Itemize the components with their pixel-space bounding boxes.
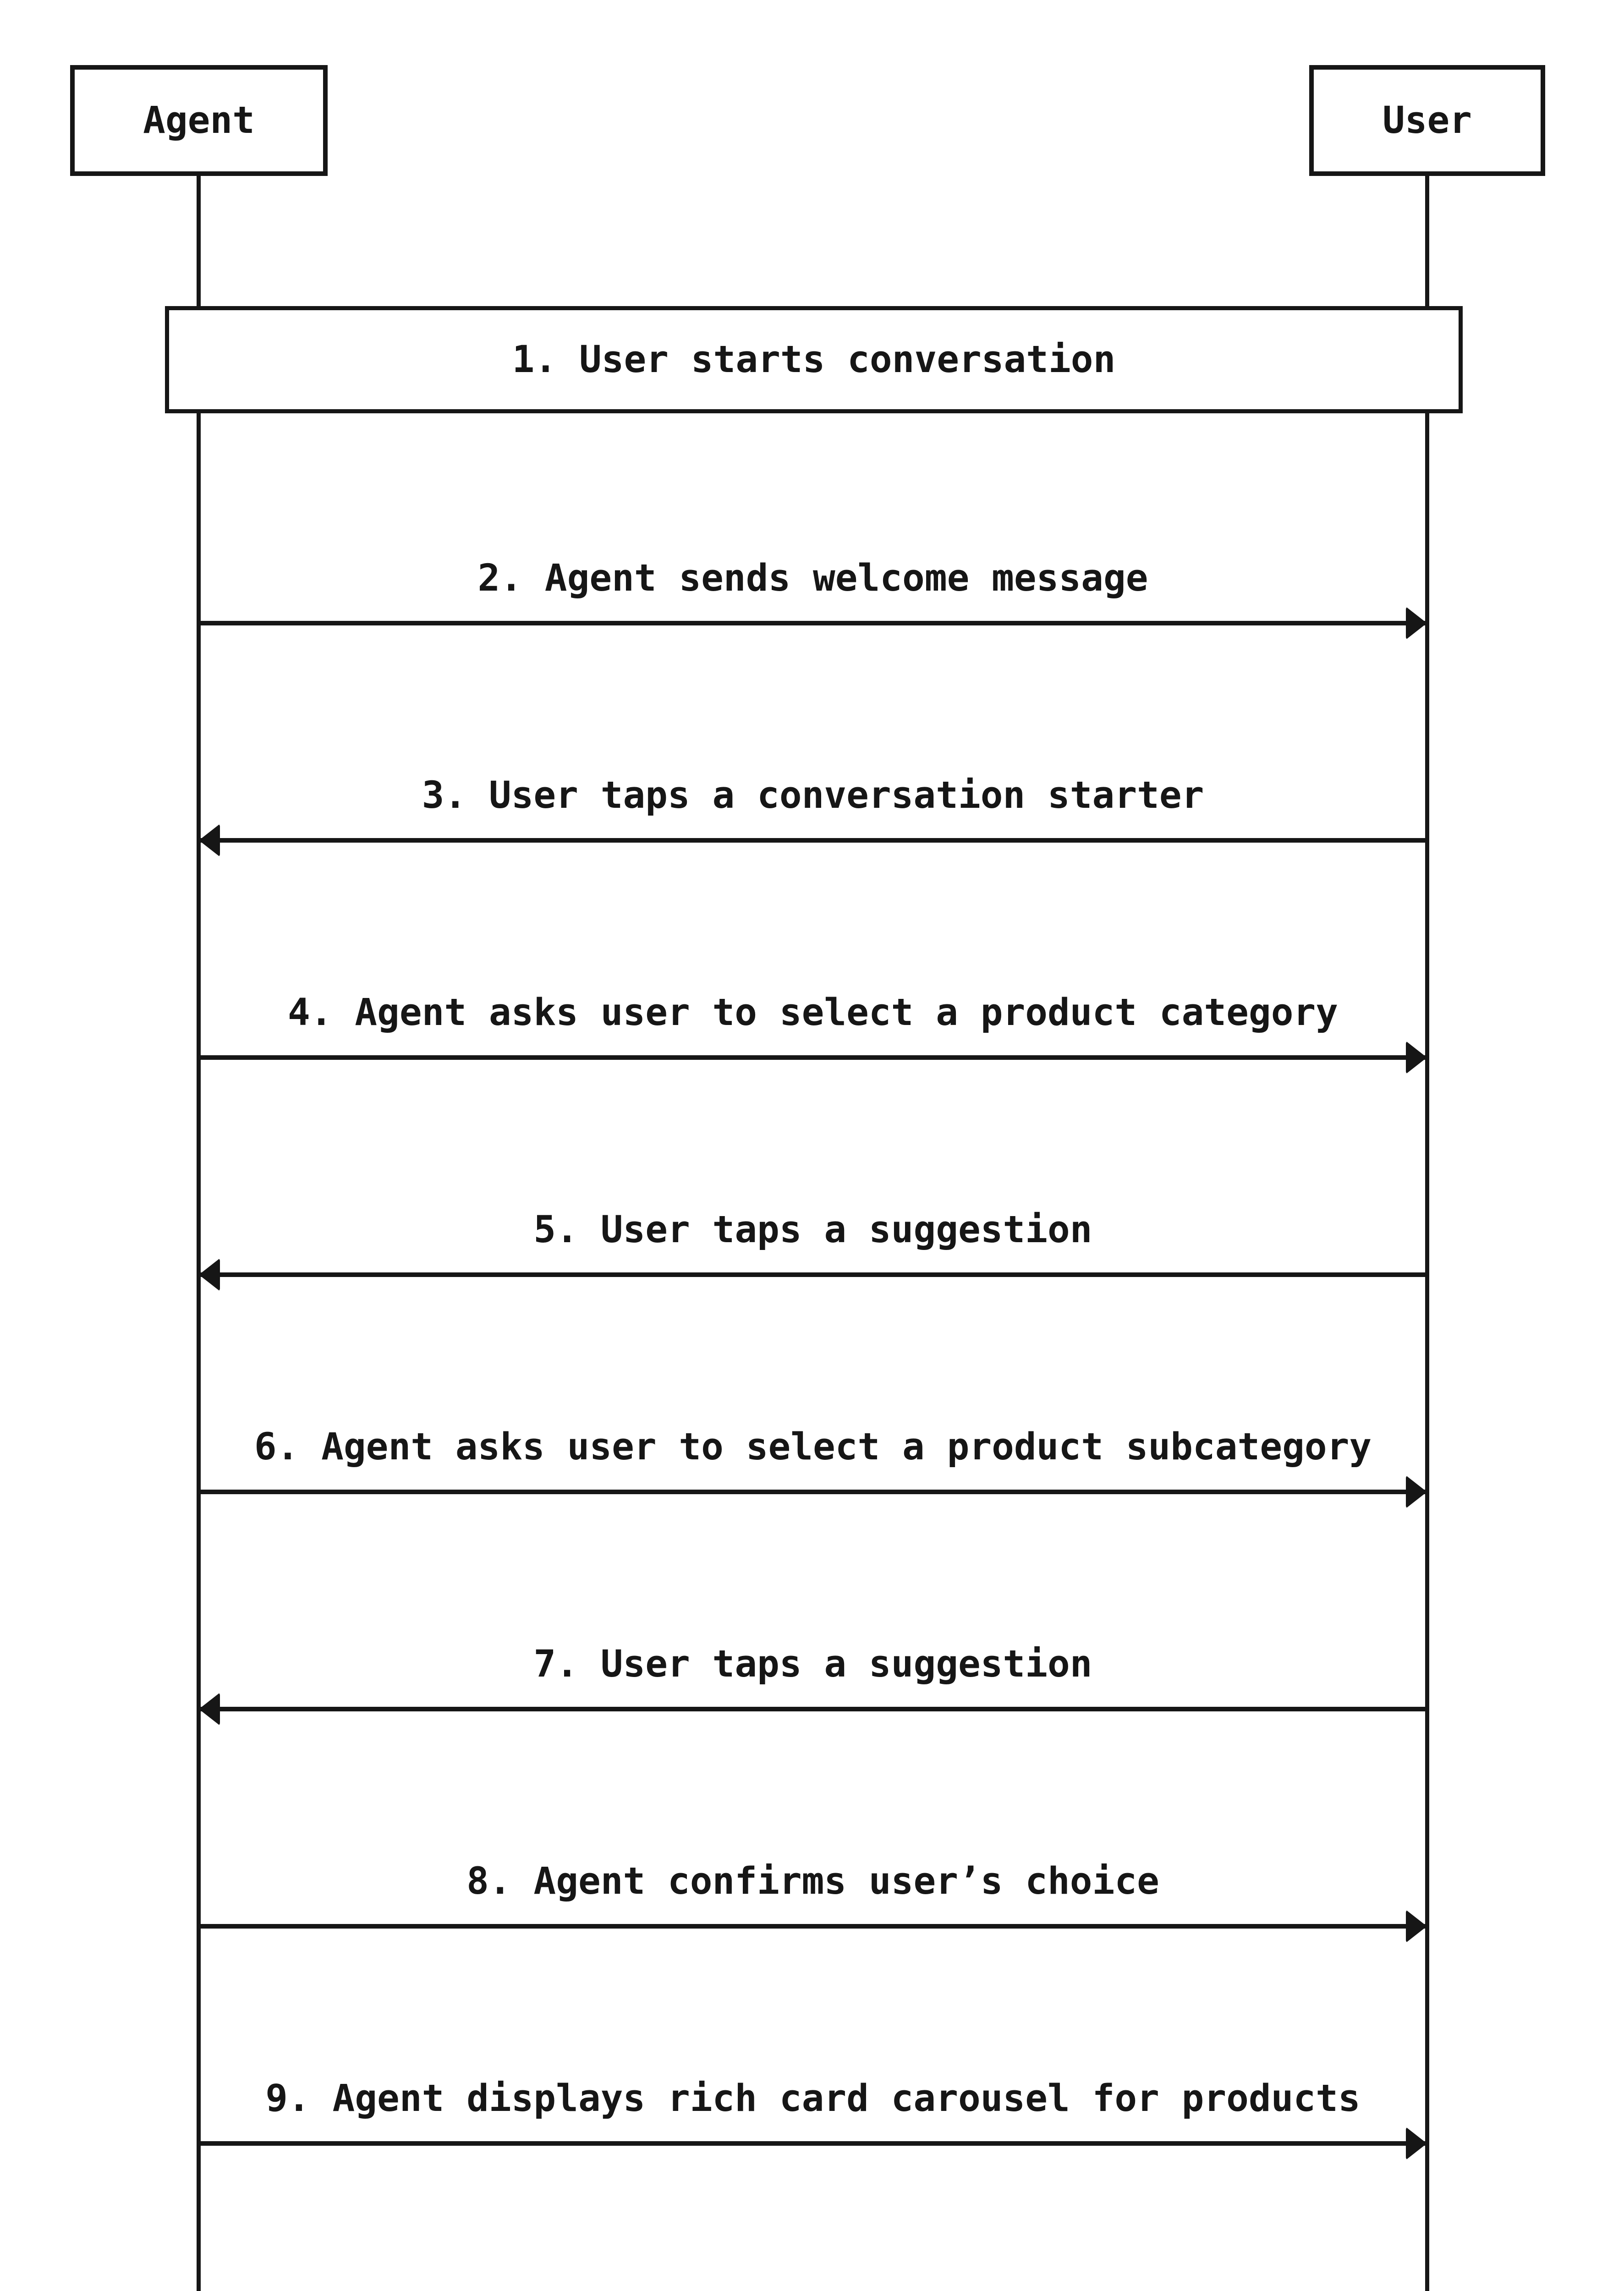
message-label: 3. User taps a conversation starter xyxy=(422,773,1204,817)
lifeline-agent xyxy=(197,176,201,2291)
actor-box-agent-top: Agent xyxy=(70,65,328,176)
message-label: 2. Agent sends welcome message xyxy=(477,556,1148,600)
message-label: 9. Agent displays rich card carousel for… xyxy=(265,2077,1361,2120)
arrowhead-right-icon xyxy=(1406,607,1427,640)
arrow-line xyxy=(199,621,1427,625)
banner-step-1: 1. User starts conversation xyxy=(165,306,1463,413)
message-label: 5. User taps a suggestion xyxy=(533,1208,1092,1251)
message-label: 8. Agent confirms user’s choice xyxy=(466,1859,1159,1903)
lifeline-user xyxy=(1425,176,1429,2291)
arrow-line xyxy=(199,838,1427,843)
actor-label-user: User xyxy=(1382,99,1472,142)
arrow-line xyxy=(199,1707,1427,1711)
actor-label-agent: Agent xyxy=(143,99,255,142)
arrow-line xyxy=(199,1055,1427,1060)
arrowhead-left-icon xyxy=(199,1693,220,1726)
message-label: 7. User taps a suggestion xyxy=(533,1642,1092,1686)
arrowhead-left-icon xyxy=(199,1258,220,1291)
message-label: 4. Agent asks user to select a product c… xyxy=(287,991,1338,1034)
message-label: 6. Agent asks user to select a product s… xyxy=(254,1425,1372,1469)
arrowhead-right-icon xyxy=(1406,1041,1427,1074)
arrowhead-right-icon xyxy=(1406,2127,1427,2160)
arrow-line xyxy=(199,2141,1427,2146)
arrowhead-right-icon xyxy=(1406,1910,1427,1943)
arrow-line xyxy=(199,1490,1427,1494)
arrowhead-right-icon xyxy=(1406,1475,1427,1508)
arrow-line xyxy=(199,1272,1427,1277)
arrowhead-left-icon xyxy=(199,824,220,857)
actor-box-user-top: User xyxy=(1309,65,1545,176)
arrow-line xyxy=(199,1924,1427,1929)
banner-label: 1. User starts conversation xyxy=(512,338,1116,381)
